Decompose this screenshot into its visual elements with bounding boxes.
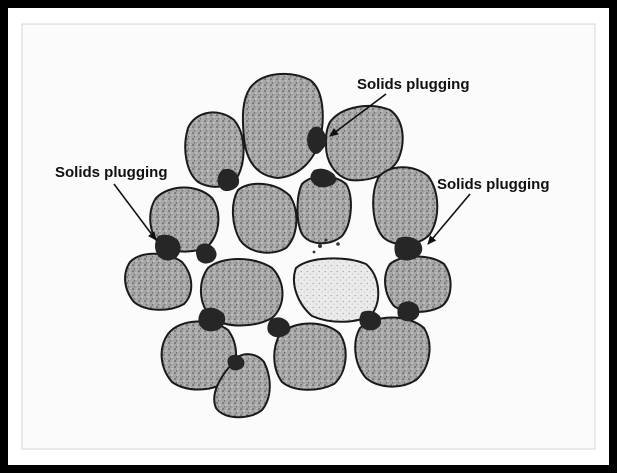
- fine-particle: [336, 242, 340, 246]
- fine-particle: [313, 251, 316, 254]
- fine-particle: [325, 239, 328, 242]
- label-solids-plugging-right: Solids plugging: [437, 176, 550, 193]
- grain: [373, 167, 437, 244]
- label-solids-plugging-top: Solids plugging: [357, 76, 470, 93]
- grain: [125, 254, 191, 310]
- fine-particle: [318, 244, 322, 248]
- label-solids-plugging-left: Solids plugging: [55, 164, 168, 181]
- grain: [385, 257, 451, 313]
- solids-plug: [397, 301, 419, 321]
- grain: [233, 184, 296, 253]
